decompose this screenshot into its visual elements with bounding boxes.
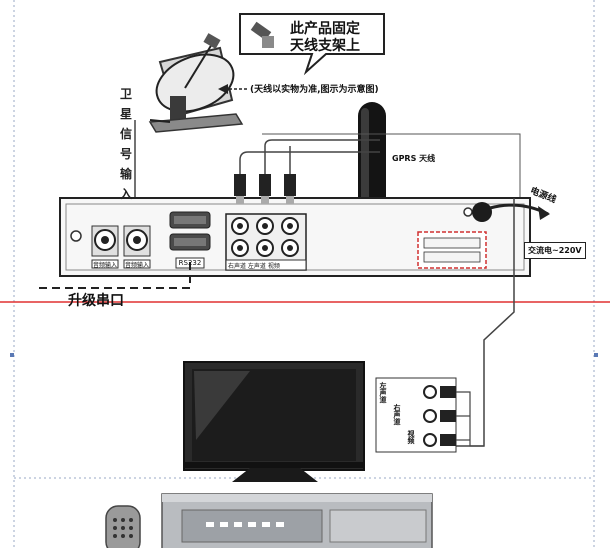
rca-group-label: 右声道 左声道 视频 [228,263,280,270]
antenna-note: (天线以实物为准,图示为示意图) [250,85,379,95]
satellite-input-char: 卫 [119,87,132,101]
rca-plugs [234,139,380,204]
coax-jack-1 [91,225,119,257]
rs232-label: RS232 [178,259,202,267]
rs232-port [169,211,211,269]
satellite-dish-icon [148,33,244,133]
antenna-frame [262,133,521,198]
gprs-label: GPRS 天线 [392,154,436,163]
handle-left [10,353,14,357]
satellite-input-char: 星 [119,107,132,121]
remote-control-icon [105,505,141,548]
satellite-input-char: 输 [119,167,132,181]
jack2-label: 音频输入 [124,262,149,269]
antenna-mount-icon [250,21,274,48]
upgrade-port-label: 升级串口 [68,293,124,309]
power-plug-icon [472,202,550,222]
rca-jack-block [225,213,307,271]
tv-icon [183,361,365,482]
tv-video-label: 视频 [407,430,415,444]
receiver-front-panel [161,493,433,548]
satellite-input-char: 入 [119,187,132,201]
satellite-input-char: 号 [119,147,132,161]
satellite-input-char: 信 [119,127,132,141]
upgrade-port-line [34,262,191,289]
tv-left-channel-label: 左声道 [379,382,387,403]
coax-jack-2 [123,225,151,257]
handle-right [594,353,598,357]
callout-line2: 天线支架上 [290,38,360,54]
callout-bubble [239,13,385,76]
rating-label [417,231,487,269]
callout-line1: 此产品固定 [290,21,360,37]
satellite-input-label: 卫 星 信 号 输 入 [118,84,134,204]
tv-right-channel-label: 右声道 [393,404,401,425]
tv-rca-plugs [375,377,484,453]
jack1-label: 音频输入 [92,262,117,269]
power-spec-label: 交流电~220V [524,242,586,259]
